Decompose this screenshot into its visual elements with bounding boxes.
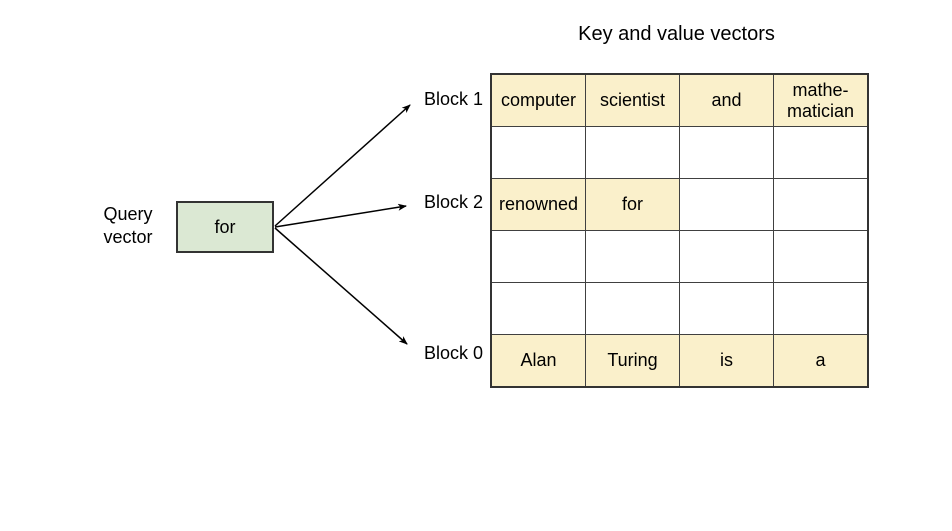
table-row xyxy=(490,126,869,179)
table-cell xyxy=(490,282,586,335)
table-cell xyxy=(773,178,869,231)
table-cell: computer xyxy=(490,73,586,127)
table-cell: is xyxy=(679,334,774,388)
key-value-table: computer scientist and mathe- matician r… xyxy=(490,73,869,388)
table-cell xyxy=(679,126,774,179)
table-row: renowned for xyxy=(490,178,869,231)
table-cell xyxy=(773,230,869,283)
table-cell: Alan xyxy=(490,334,586,388)
table-cell: for xyxy=(585,178,680,231)
query-vector-box: for xyxy=(176,201,274,253)
table-cell: renowned xyxy=(490,178,586,231)
table-cell xyxy=(679,282,774,335)
diagram-title: Key and value vectors xyxy=(578,23,775,45)
table-cell xyxy=(490,230,586,283)
table-cell xyxy=(773,126,869,179)
table-cell xyxy=(679,230,774,283)
table-row xyxy=(490,230,869,283)
table-row: Alan Turing is a xyxy=(490,334,869,388)
block-2-label: Block 2 xyxy=(423,192,483,212)
table-cell: scientist xyxy=(585,73,680,127)
table-cell: mathe- matician xyxy=(773,73,869,127)
query-token: for xyxy=(214,216,236,237)
table-cell: a xyxy=(773,334,869,388)
block-1-label: Block 1 xyxy=(423,89,483,109)
table-cell: and xyxy=(679,73,774,127)
table-cell: Turing xyxy=(585,334,680,388)
table-row: computer scientist and mathe- matician xyxy=(490,73,869,127)
table-row xyxy=(490,282,869,335)
table-cell xyxy=(585,126,680,179)
table-cell xyxy=(585,230,680,283)
query-vector-label: Query vector xyxy=(103,204,153,247)
arrow-to-block-0 xyxy=(274,227,408,345)
table-cell xyxy=(679,178,774,231)
table-cell xyxy=(585,282,680,335)
table-cell xyxy=(773,282,869,335)
block-0-label: Block 0 xyxy=(423,343,483,363)
table-cell xyxy=(490,126,586,179)
